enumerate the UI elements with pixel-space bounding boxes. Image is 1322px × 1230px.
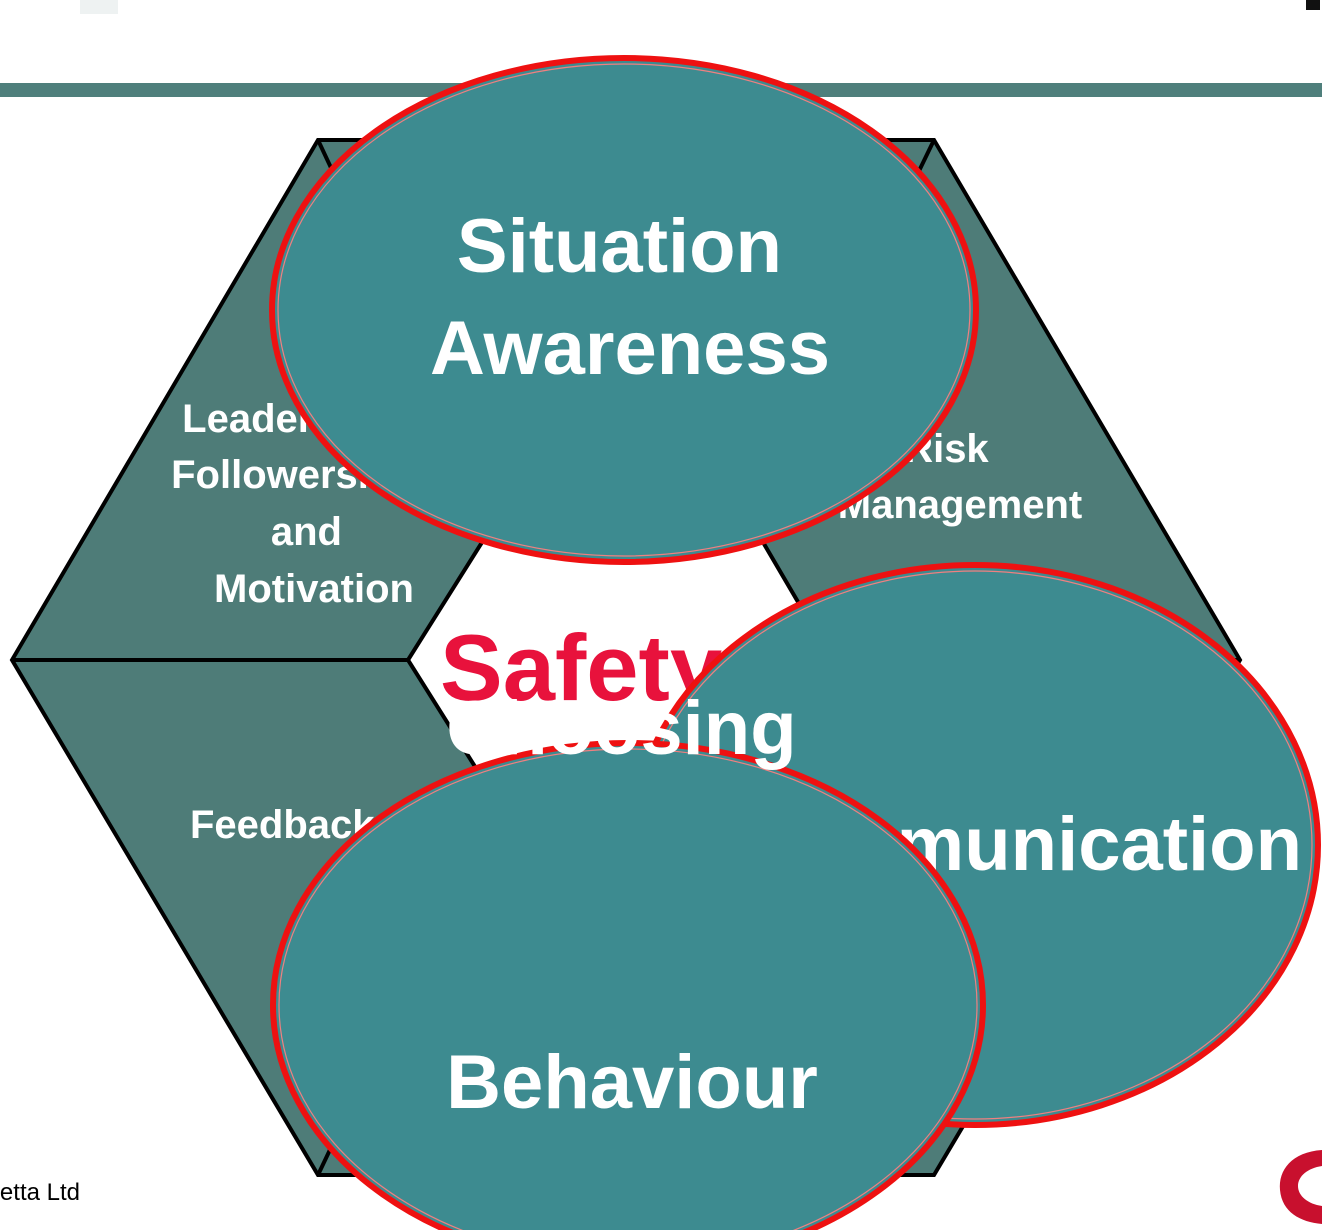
oval-inner-ring (277, 63, 971, 557)
oval-situation-awareness: Situation Awareness (269, 55, 979, 565)
segment-label-feedback: Feedback (190, 803, 375, 847)
segment-label-line: and (271, 510, 342, 554)
oval-label-line: Awareness (430, 306, 830, 391)
footer-copyright: © Integrated Safety Support / Atkins / S… (0, 1179, 80, 1206)
oval-label-line: Behaviour (446, 1040, 818, 1125)
segment-label-line: Management (838, 483, 1083, 527)
segment-label-line: Motivation (214, 567, 414, 611)
oval-label-situation-awareness: Situation Awareness (430, 204, 830, 391)
segment-label-line: Feedback (190, 803, 375, 847)
header-bracket-mark (1306, 0, 1320, 10)
oval-shape (270, 740, 986, 1230)
oval-shape (269, 55, 979, 565)
oval-label-choosing-behaviour: Choosing Behaviour (446, 686, 818, 1125)
oval-label-line: Situation (457, 204, 782, 289)
company-logo-icon (1279, 1150, 1322, 1224)
oval-label-line: Choosing (446, 686, 796, 771)
oval-choosing-behaviour: Choosing Behaviour (270, 686, 986, 1230)
safety-center-label: Safety (440, 615, 722, 720)
corner-mark (80, 0, 118, 14)
oval-inner-ring (278, 748, 978, 1230)
